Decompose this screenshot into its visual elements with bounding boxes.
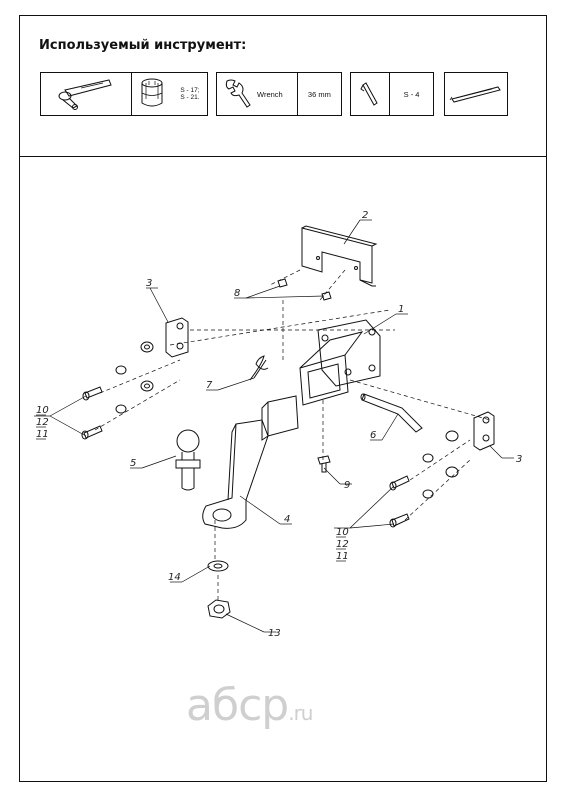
socket-head-icon <box>141 78 163 107</box>
callout-13: 13 <box>268 628 281 639</box>
watermark-suffix: .ru <box>288 701 313 725</box>
part-3-left-plate <box>140 317 189 392</box>
watermark: aбcp.ru <box>186 680 313 731</box>
part-2-bracket <box>301 225 378 287</box>
part-13-nut <box>207 599 231 619</box>
callout-2: 2 <box>362 210 368 221</box>
part-14-washer <box>207 560 229 572</box>
hex-key-icon <box>351 73 391 115</box>
tool-box-hex-key: S - 4 <box>350 72 434 116</box>
callout-6: 6 <box>370 430 376 441</box>
tool-box-pry-bar <box>444 72 508 116</box>
torque-wrench-icon <box>41 73 132 115</box>
callout-5: 5 <box>130 458 136 469</box>
callout-11-left: 11 <box>36 429 49 440</box>
tool-box-wrench: Wrench 36 mm <box>216 72 342 116</box>
part-4-drawbar <box>202 395 299 529</box>
callout-9: 9 <box>344 480 350 491</box>
part-5-towball <box>175 429 201 491</box>
socket-sizes: S - 17; S - 21. <box>180 87 199 101</box>
wrench-label: Wrench <box>257 89 283 99</box>
header-divider <box>20 156 546 157</box>
part-8-bolts <box>277 278 332 301</box>
wrench-cell: Wrench <box>217 73 298 115</box>
socket-cell: S - 17; S - 21. <box>132 73 207 115</box>
callout-12-left: 12 <box>36 417 49 428</box>
callout-11-right: 11 <box>336 551 349 562</box>
callout-14: 14 <box>168 572 181 583</box>
callout-8: 8 <box>234 288 240 299</box>
tool-box-torque-wrench: S - 17; S - 21. <box>40 72 208 116</box>
pry-bar-icon <box>445 73 507 115</box>
callout-10-right: 10 <box>336 527 349 538</box>
socket-size-21: S - 21. <box>180 94 200 101</box>
callout-1: 1 <box>398 304 404 315</box>
wrench-size: 36 mm <box>307 89 331 99</box>
callout-7: 7 <box>206 380 213 391</box>
left-fasteners <box>81 365 127 440</box>
hex-key-size: S - 4 <box>403 89 420 99</box>
tools-heading: Используемый инструмент: <box>39 38 247 53</box>
drawing-sheet: Используемый инструмент: S - 17; S - 21. <box>19 15 547 782</box>
open-wrench-icon <box>225 79 251 108</box>
part-6-pin <box>360 393 423 433</box>
callout-3-right: 3 <box>516 454 522 465</box>
watermark-text: aбcp <box>186 680 289 731</box>
callout-12-right: 12 <box>336 539 349 550</box>
part-9-bolt <box>317 455 331 473</box>
part-1-receiver <box>299 319 381 406</box>
right-fasteners <box>389 453 434 528</box>
callout-4: 4 <box>284 514 290 525</box>
callout-3-left: 3 <box>146 278 152 289</box>
part-7-clip <box>249 355 269 381</box>
socket-size-17: S - 17; <box>180 87 200 94</box>
callout-10-left: 10 <box>36 405 49 416</box>
part-3-right-plate <box>445 411 495 478</box>
